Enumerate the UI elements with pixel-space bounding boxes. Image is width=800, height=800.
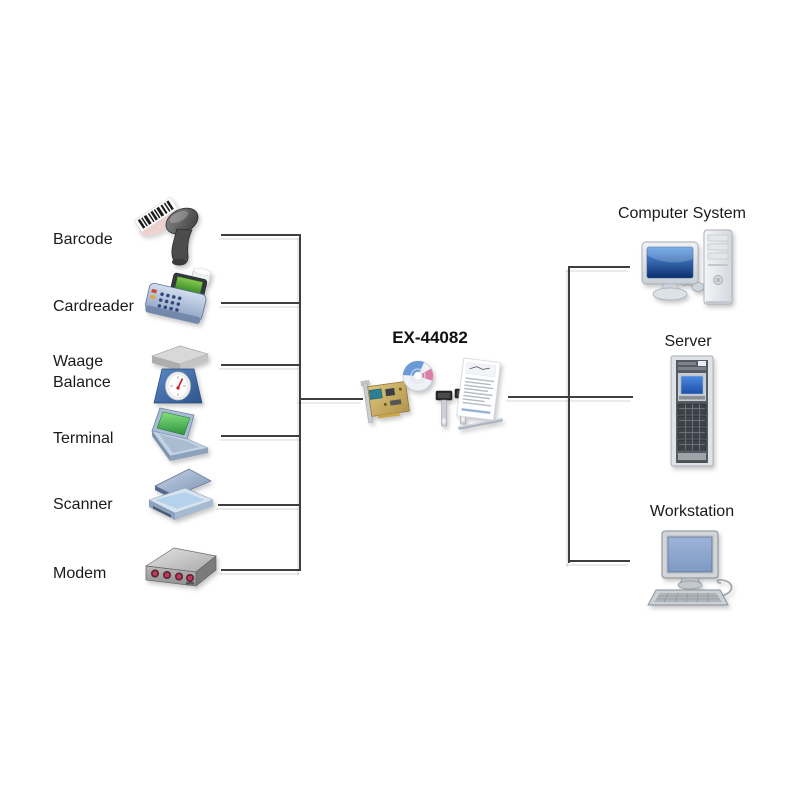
ex-44082-kit-icon bbox=[360, 354, 510, 434]
flatbed-scanner-icon bbox=[143, 464, 221, 526]
label-modem: Modem bbox=[53, 565, 107, 582]
label-server: Server bbox=[664, 333, 712, 350]
connector-modem bbox=[221, 569, 301, 571]
desktop-computer-icon bbox=[640, 224, 736, 312]
connector-terminal bbox=[221, 435, 301, 437]
card-to-server-line bbox=[508, 396, 633, 398]
left-bus-line bbox=[299, 234, 301, 571]
cardreader-icon bbox=[136, 268, 220, 334]
laptop-terminal-icon bbox=[140, 406, 220, 466]
scale-icon bbox=[146, 340, 212, 408]
product-title: EX-44082 bbox=[392, 328, 468, 347]
connector-waage bbox=[221, 364, 301, 366]
label-workstation: Workstation bbox=[649, 503, 735, 520]
right-bus-line bbox=[568, 266, 570, 563]
connector-workstation bbox=[568, 560, 630, 562]
connector-cardreader bbox=[221, 302, 301, 304]
workstation-icon bbox=[646, 530, 738, 608]
barcode-scanner-icon bbox=[133, 194, 217, 274]
label-cardreader: Cardreader bbox=[53, 298, 134, 315]
label-scanner: Scanner bbox=[53, 496, 113, 513]
connector-barcode bbox=[221, 234, 301, 236]
modem-icon bbox=[142, 536, 220, 594]
bus-to-card-line bbox=[299, 398, 363, 400]
label-terminal: Terminal bbox=[53, 430, 114, 447]
label-barcode: Barcode bbox=[53, 231, 113, 248]
label-waage-balance: Waage Balance bbox=[53, 353, 111, 391]
connector-scanner bbox=[218, 504, 301, 506]
connector-computer-system bbox=[568, 266, 630, 268]
server-rack-icon bbox=[670, 354, 714, 468]
label-computer-system: Computer System bbox=[617, 205, 747, 222]
